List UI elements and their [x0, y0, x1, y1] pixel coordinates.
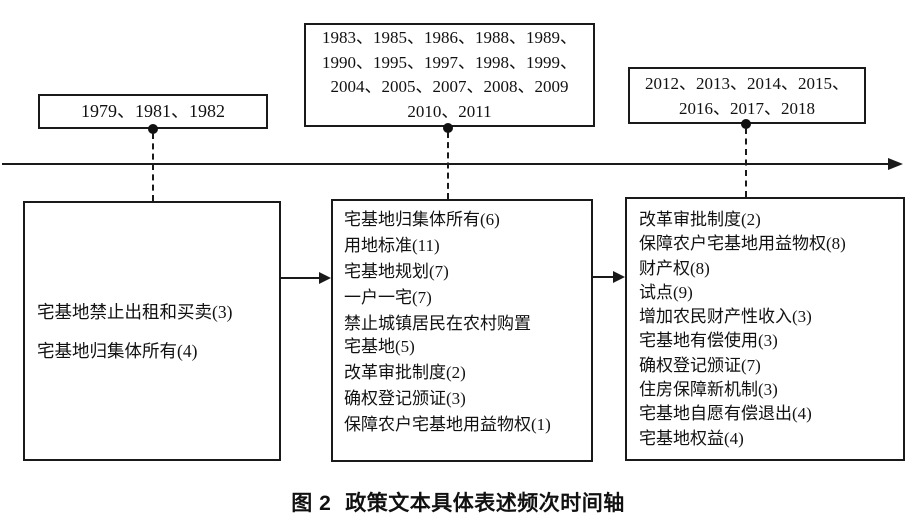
content-box-period-2: 宅基地归集体所有(6) 用地标准(11) 宅基地规划(7) 一户一宅(7) 禁止…	[331, 199, 593, 462]
policy-item: 保障农户宅基地用益物权(8)	[639, 234, 846, 254]
year-line: 1979、1981、1982	[81, 101, 225, 121]
figure-caption-label: 图 2	[291, 492, 332, 515]
year-line: 2004、2005、2007、2008、2009	[330, 77, 569, 96]
policy-item: 禁止城镇居民在农村购置	[344, 314, 531, 333]
year-line: 1990、1995、1997、1998、1999、	[322, 52, 577, 72]
policy-item: 住房保障新机制(3)	[639, 380, 778, 400]
policy-item: 宅基地有偿使用(3)	[639, 331, 778, 351]
policy-item: 宅基地自愿有偿退出(4)	[639, 404, 812, 424]
content-box-period-1: 宅基地禁止出租和买卖(3) 宅基地归集体所有(4)	[23, 201, 281, 461]
policy-item: 确权登记颁证(7)	[639, 355, 761, 375]
timeline-arrowhead-icon	[888, 158, 903, 170]
policy-item: 保障农户宅基地用益物权(1)	[344, 415, 551, 434]
year-box-period-1: 1979、1981、1982	[38, 94, 268, 129]
policy-item: 用地标准(11)	[344, 236, 440, 255]
policy-item: 增加农民财产性收入(3)	[639, 307, 812, 327]
dashed-connector	[447, 132, 449, 199]
dashed-connector	[745, 128, 747, 197]
policy-item: 宅基地规划(7)	[344, 262, 449, 281]
figure-caption-title: 政策文本具体表述频次时间轴	[345, 492, 625, 515]
year-box-period-2: 1983、1985、1986、1988、1989、 1990、1995、1997…	[304, 23, 595, 127]
policy-item: 试点(9)	[639, 282, 693, 302]
year-line: 2016、2017、2018	[679, 99, 815, 118]
policy-item: 财产权(8)	[639, 258, 710, 278]
figure-caption: 图 2 政策文本具体表述频次时间轴	[0, 487, 916, 517]
timeline-axis	[2, 163, 888, 165]
year-box-period-3: 2012、2013、2014、2015、 2016、2017、2018	[628, 67, 866, 124]
policy-item: 确权登记颁证(3)	[344, 389, 466, 408]
policy-item-wrapped: 宅基地(5)	[344, 337, 415, 356]
flow-arrow-1	[281, 277, 321, 279]
flow-arrow-2	[593, 276, 615, 278]
connector-dot	[148, 124, 158, 134]
connector-dot	[443, 123, 453, 133]
year-line: 1983、1985、1986、1988、1989、	[322, 28, 577, 47]
connector-dot	[741, 119, 751, 129]
year-line: 2010、2011	[407, 101, 492, 121]
content-box-period-3: 改革审批制度(2) 保障农户宅基地用益物权(8) 财产权(8) 试点(9) 增加…	[625, 197, 905, 461]
policy-item: 一户一宅(7)	[344, 288, 432, 307]
policy-item: 宅基地禁止出租和买卖(3)	[37, 302, 233, 322]
flow-arrow-2-head-icon	[613, 271, 625, 283]
policy-item: 宅基地归集体所有(6)	[344, 210, 500, 229]
policy-item: 宅基地归集体所有(4)	[37, 341, 198, 361]
year-line: 2012、2013、2014、2015、	[645, 74, 849, 93]
flow-arrow-1-head-icon	[319, 272, 331, 284]
policy-item: 改革审批制度(2)	[344, 363, 466, 382]
dashed-connector	[152, 133, 154, 201]
policy-item: 改革审批制度(2)	[639, 210, 761, 229]
policy-item: 宅基地权益(4)	[639, 428, 744, 448]
